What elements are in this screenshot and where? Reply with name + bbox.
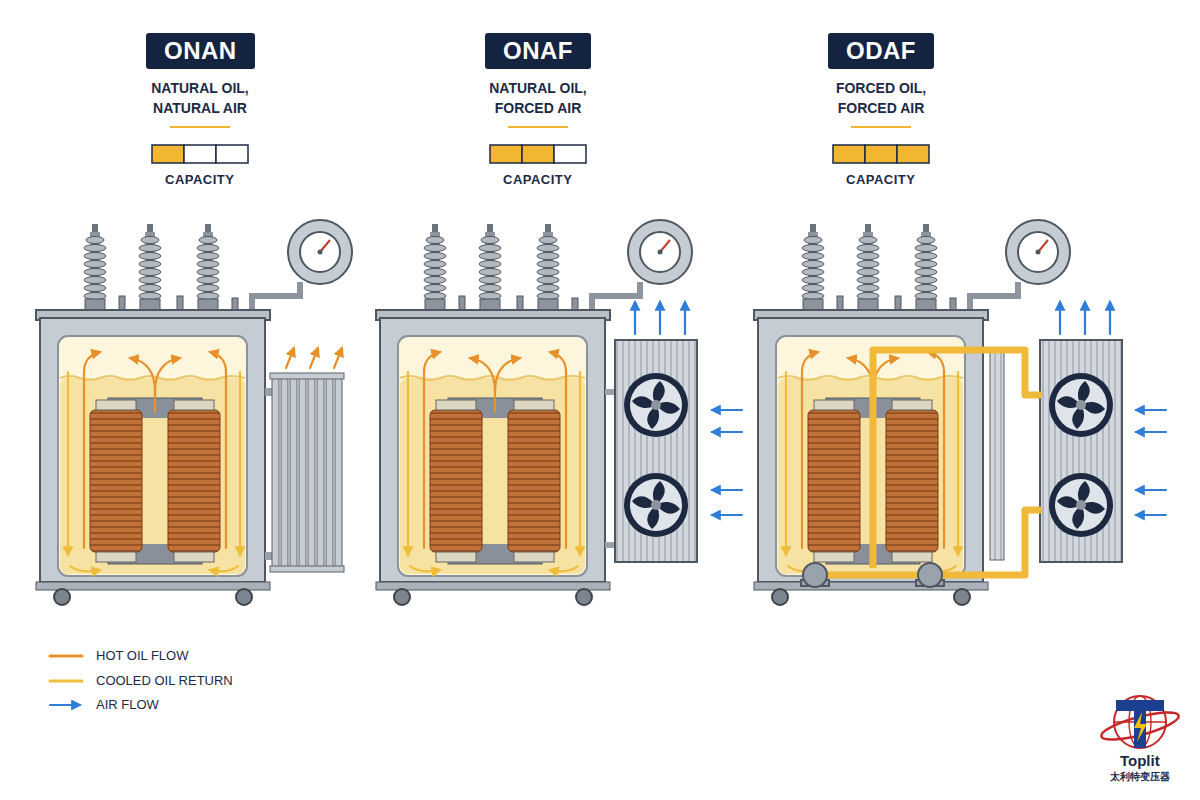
capacity-indicator [522,145,554,163]
capacity-indicator [897,145,929,163]
badge-text: ONAF [503,37,573,65]
onaf-transformer [712,489,742,491]
odaf-transformer [1109,302,1111,334]
odaf-transformer [827,572,918,579]
odaf-transformer [1136,514,1166,516]
mode-badge: ONAN [146,33,255,69]
odaf-transformer [801,563,944,587]
odaf-transformer [1059,302,1061,334]
onaf-transformer [659,302,661,334]
capacity-indicator [851,126,911,128]
onan-transformer [310,348,318,368]
cooling-subtitle: NATURAL OIL, NATURAL AIR [135,78,265,118]
onan-transformer [334,348,342,368]
capacity-indicator [152,127,929,163]
company-logo [1134,712,1147,742]
onaf-transformer [712,409,742,411]
onaf-transformer [624,473,688,537]
capacity-indicator [508,126,568,128]
onan-transformer [270,566,344,572]
badge-text: ONAN [164,37,237,65]
capacity-caption: CAPACITY [165,172,234,188]
odaf-transformer [1136,409,1166,411]
onan-transformer [308,378,315,568]
odaf-transformer [1136,489,1166,491]
odaf-transformer [1040,340,1122,562]
odaf-transformer [803,563,827,587]
capacity-indicator [554,145,586,163]
onan-transformer [286,348,342,368]
onaf-transformer [634,302,636,334]
mode-badge: ODAF [828,33,934,69]
onan-transformer [36,220,352,605]
legend-text: AIR FLOW [96,697,159,713]
odaf-transformer [827,350,1042,575]
cooling-subtitle: FORCED OIL, FORCED AIR [816,78,946,118]
onaf-transformer [624,373,688,437]
capacity-caption: CAPACITY [846,172,915,188]
onaf-transformer [712,431,742,433]
odaf-transformer [1060,302,1166,515]
onaf-transformer [615,340,697,562]
capacity-indicator [216,145,248,163]
odaf-transformer [873,350,1042,568]
capacity-indicator [184,145,216,163]
onan-transformer [299,378,306,568]
onan-transformer [272,378,279,568]
odaf-transformer [1136,431,1166,433]
logo-name: Toplit [1120,752,1160,770]
odaf-transformer [918,563,942,587]
legend-text: COOLED OIL RETURN [96,673,233,689]
company-logo [1099,696,1181,748]
onan-transformer [317,378,324,568]
onan-transformer [281,378,288,568]
legend-text: HOT OIL FLOW [96,648,188,664]
odaf-transformer [754,220,1070,605]
onan-transformer [270,373,344,379]
legend-sample [50,680,82,683]
onan-transformer [326,378,333,568]
onan-transformer [36,220,352,605]
odaf-transformer [1049,373,1113,437]
mode-badge: ONAF [485,33,591,69]
onan-transformer [270,373,344,572]
odaf-transformer [942,510,1042,575]
onaf-transformer [712,514,742,516]
onan-transformer [286,348,294,368]
odaf-transformer [1049,473,1113,537]
capacity-indicator [152,145,184,163]
onaf-transformer [684,302,686,334]
odaf-transformer [1084,302,1086,334]
cooling-subtitle: NATURAL OIL, FORCED AIR [473,78,603,118]
capacity-caption: CAPACITY [503,172,572,188]
odaf-transformer [990,350,1004,560]
legend-sample [50,655,82,658]
badge-text: ODAF [846,37,916,65]
capacity-indicator [490,145,522,163]
company-logo [1116,700,1164,748]
capacity-indicator [865,145,897,163]
legend-sample [50,704,80,706]
legend-sample [50,656,82,705]
capacity-indicator [833,145,865,163]
capacity-indicator [170,126,230,128]
onaf-transformer [635,302,742,515]
logo-subname: 太利特变压器 [1110,771,1170,783]
onaf-transformer [376,220,742,605]
odaf-transformer [754,220,1166,605]
onan-transformer [290,378,297,568]
onan-transformer [335,378,342,568]
